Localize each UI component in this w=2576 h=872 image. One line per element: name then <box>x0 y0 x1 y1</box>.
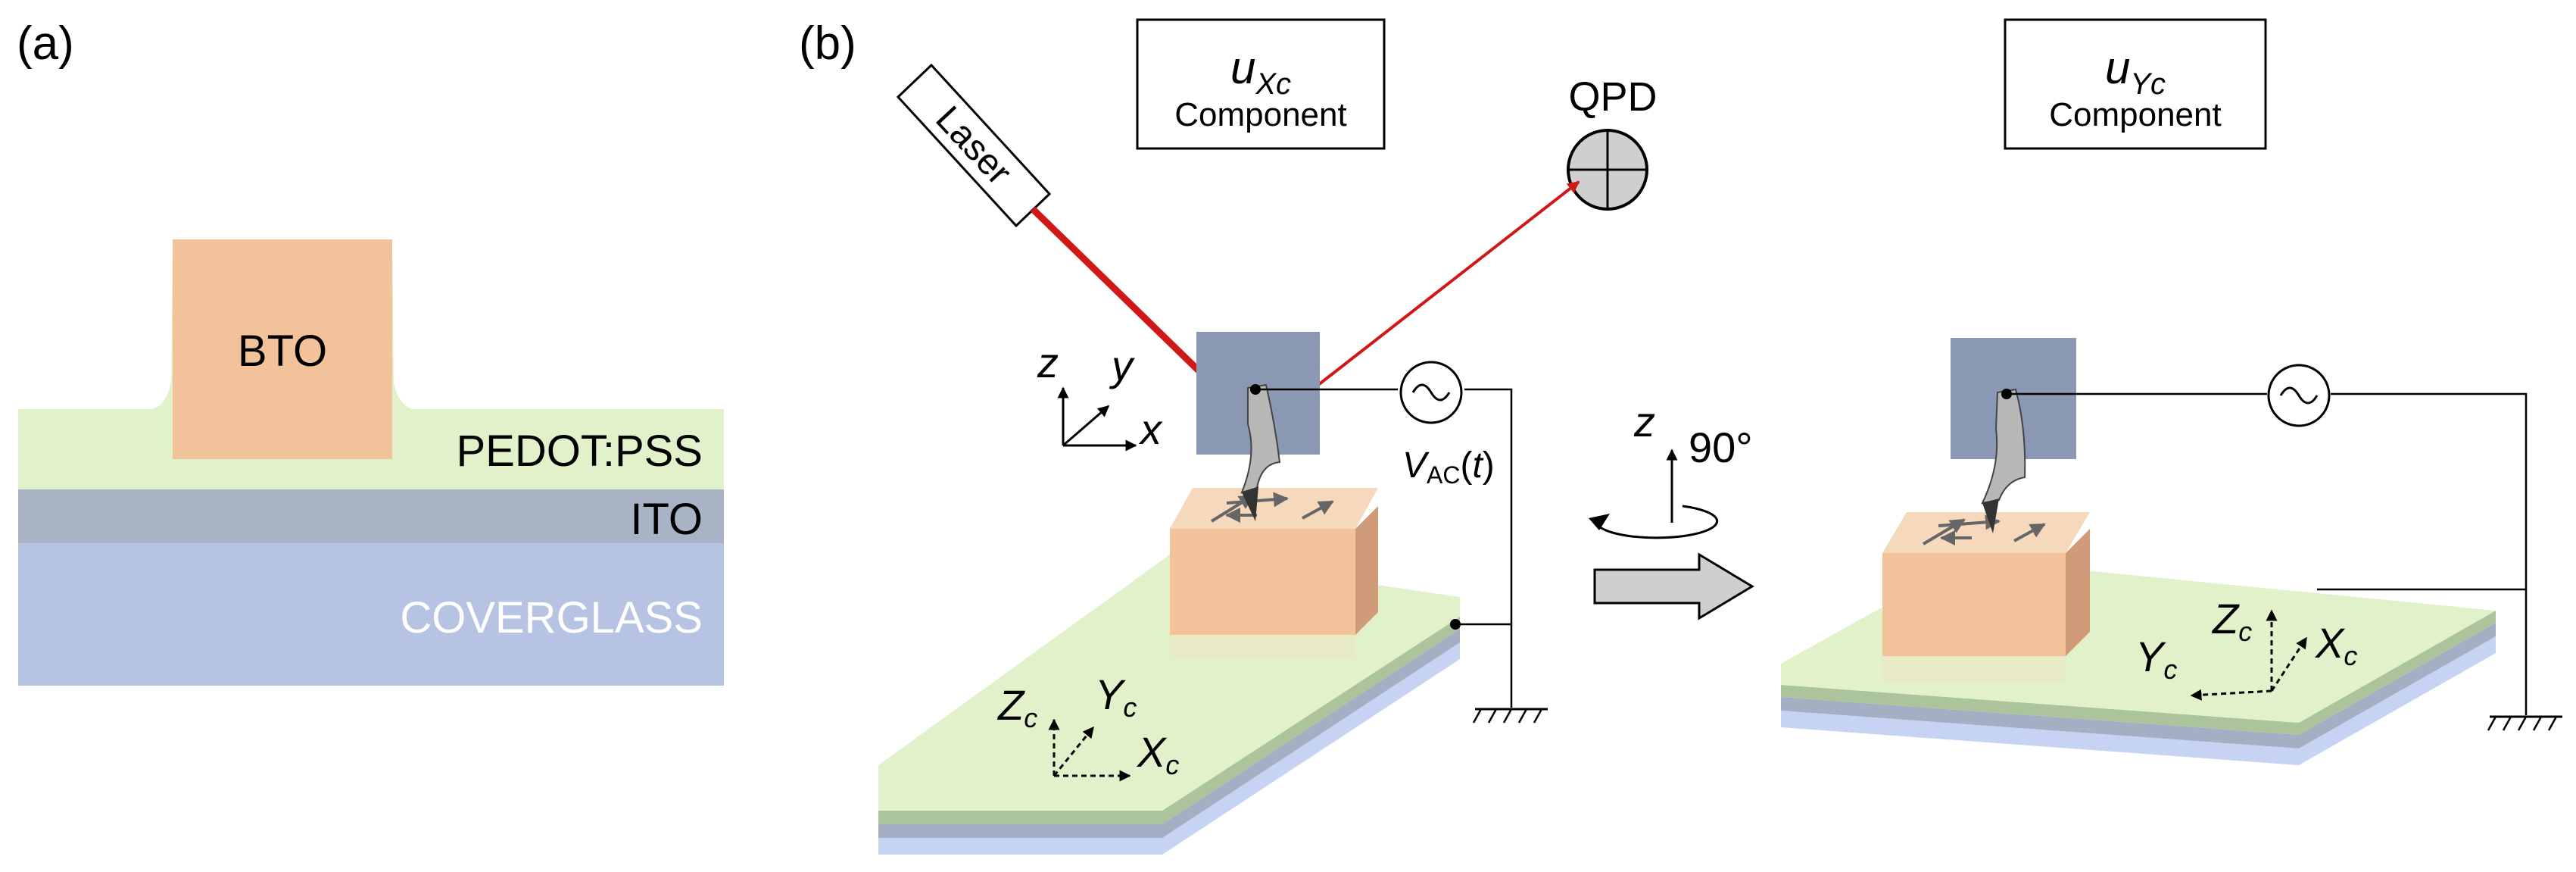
left-axis-x: Xc <box>1136 728 1179 780</box>
right-ito-side <box>1781 623 2496 749</box>
right-ground-icon <box>2487 715 2562 731</box>
component-y-caption: Component <box>2049 96 2221 133</box>
panel-a: (a) BTO PEDOT:PSS ITO COVERGLASS <box>17 17 724 686</box>
right-axis-y: Yc <box>2135 633 2177 685</box>
left-axis-y: Yc <box>1095 670 1137 723</box>
bto-block <box>173 239 392 459</box>
component-y-title: uYc <box>2105 42 2166 101</box>
right-axis-z: Zc <box>2211 595 2252 647</box>
right-crystal-axes: Zc Xc Yc <box>2135 595 2357 701</box>
coverglass-layer <box>18 542 724 686</box>
right-axis-x: Xc <box>2314 619 2357 671</box>
panel-a-label: (a) <box>17 17 74 70</box>
left-ground-icon <box>1472 708 1548 724</box>
rotation-indicator: z 90° <box>1589 398 1753 539</box>
left-circuit <box>1257 361 1548 724</box>
ito-label: ITO <box>630 495 703 544</box>
right-bto-cube <box>1882 512 2090 682</box>
rotation-angle: 90° <box>1689 423 1753 471</box>
rotation-axis-z: z <box>1633 398 1655 445</box>
rotation-arc-icon <box>1595 505 1719 539</box>
left-axis-z: Zc <box>996 681 1037 733</box>
panel-b: (b) uXc Component uYc Component QPD Lase… <box>799 17 2562 855</box>
lab-axis-x: x <box>1138 405 1163 453</box>
component-x-title: uXc <box>1230 42 1291 101</box>
panel-b-label: (b) <box>799 17 856 70</box>
right-pedot-side <box>1781 611 2496 735</box>
coverglass-label: COVERGLASS <box>400 593 703 642</box>
left-crystal-axes: Zc Yc Xc <box>996 670 1179 782</box>
right-contact-dot <box>2001 389 2012 399</box>
pedot-label: PEDOT:PSS <box>456 427 703 476</box>
right-circuit <box>2008 364 2562 731</box>
lab-axes: z y x <box>1037 339 1163 453</box>
component-y-box <box>2004 18 2267 150</box>
left-bto-cube <box>1170 488 1378 659</box>
ito-layer <box>18 489 724 543</box>
right-coverglass-side <box>1781 636 2496 765</box>
left-cantilever <box>1240 383 1281 521</box>
qpd-label: QPD <box>1568 74 1657 120</box>
laser-source: Laser <box>896 63 1052 228</box>
qpd-detector <box>1567 129 1648 211</box>
left-contact-dot <box>1250 384 1261 395</box>
bto-label: BTO <box>238 327 327 376</box>
right-cantilever <box>1981 388 2026 533</box>
component-x-box <box>1136 18 1386 150</box>
voltage-label: VAC(t) <box>1402 445 1495 489</box>
transition-arrow-icon <box>1593 552 1754 620</box>
component-x-caption: Component <box>1174 96 1346 133</box>
lab-axis-z: z <box>1037 339 1059 386</box>
lab-axis-y: y <box>1109 342 1135 389</box>
